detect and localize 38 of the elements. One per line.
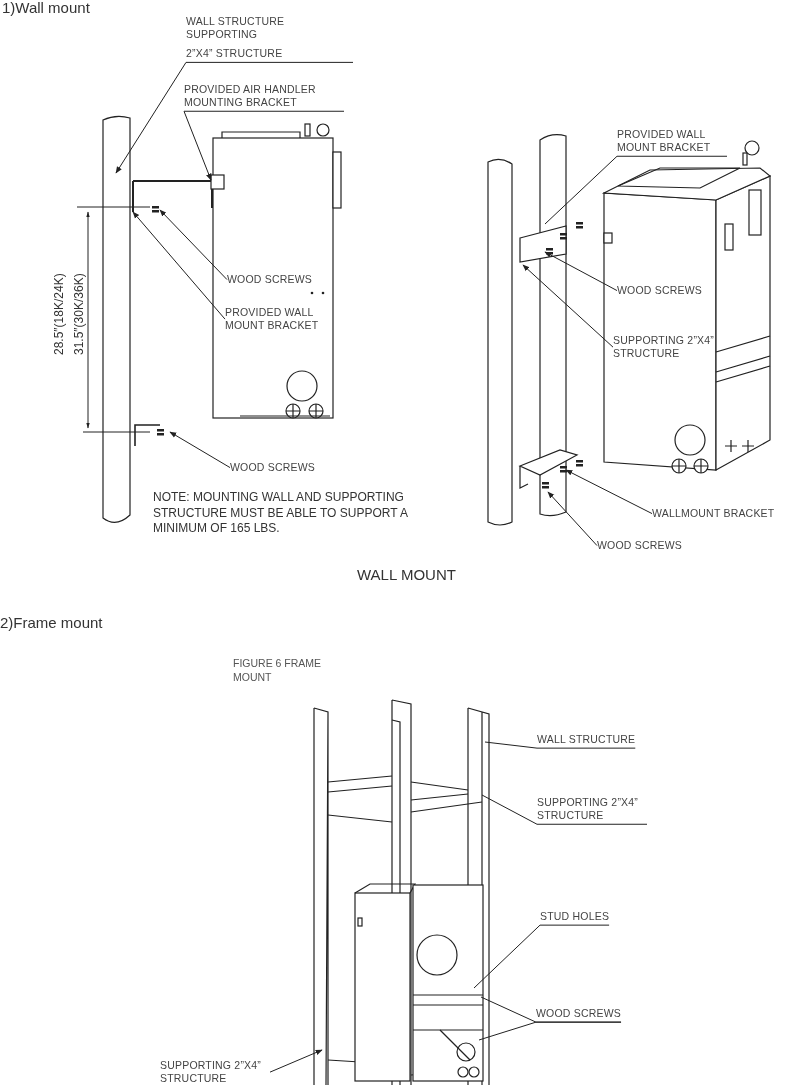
leader-line [183,110,345,181]
callout-label: WOOD SCREWS [230,461,316,475]
callout-label: STUD HOLES [540,910,610,924]
leader-line [169,431,231,469]
leader-line [547,491,598,547]
callout-label: WALL STRUCTURE SUPPORTING [186,15,286,42]
callout-label: SUPPORTING 2”X4” STRUCTURE [160,1059,270,1085]
leader-line [478,1021,622,1041]
callout-label: WALL STRUCTURE [537,733,636,747]
section-heading: 1)Wall mount [2,0,90,18]
leader-line [269,1049,323,1073]
leader-line [484,741,636,749]
leader-line [481,794,648,825]
section-heading: 2)Frame mount [0,613,103,633]
leader-line [473,924,610,989]
leader-line [544,251,618,292]
callout-label: WOOD SCREWS [617,284,703,298]
callout-label: WALLMOUNT BRACKET [652,507,775,521]
leader-line [115,61,354,174]
callout-label: WOOD SCREWS [227,273,313,287]
leader-line [544,155,728,225]
leader-line [565,469,653,515]
callout-label: WOOD SCREWS [536,1007,622,1021]
leader-line [522,264,614,348]
note-text: NOTE: MOUNTING WALL AND SUPPORTING STRUCTURE MUST BE ABLE TO SUPPORT A MINIMUM OF 165 LBS. [153,490,409,537]
callout-label: WOOD SCREWS [597,539,683,553]
dimension-text: 28.5″(18K/24K) [52,273,66,355]
callout-label: PROVIDED AIR HANDLER MOUNTING BRACKET [184,83,344,110]
callout-label: PROVIDED WALL MOUNT BRACKET [225,306,325,333]
callout-label: SUPPORTING 2”X4” STRUCTURE [537,796,647,823]
figure-title: FIGURE 6 FRAME MOUNT [233,657,323,685]
callout-label: PROVIDED WALL MOUNT BRACKET [617,128,727,155]
callout-label: 2”X4” STRUCTURE [186,47,283,61]
figure-caption: WALL MOUNT [357,565,456,585]
dimension-text: 31.5″(30K/36K) [72,273,86,355]
leader-line [132,211,226,320]
callout-label: SUPPORTING 2”X4” STRUCTURE [613,334,718,361]
leader-line [159,209,228,281]
